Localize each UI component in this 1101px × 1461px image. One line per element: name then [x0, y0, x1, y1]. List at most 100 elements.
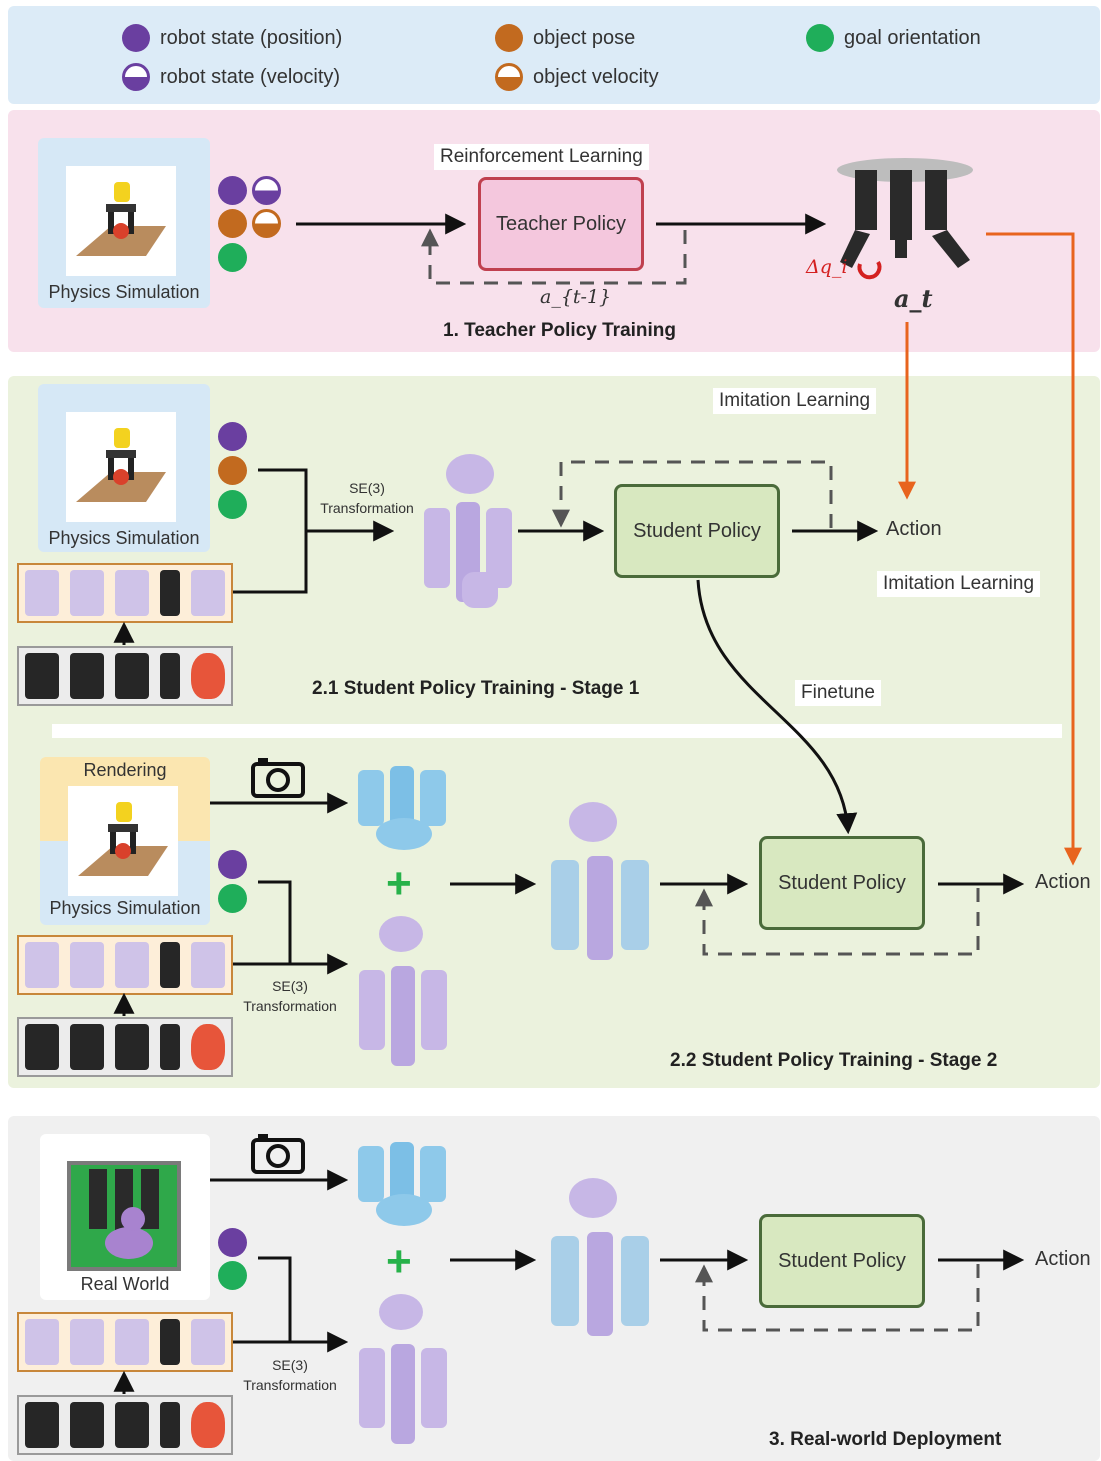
purple-dot-icon	[122, 24, 150, 52]
object-mesh-icon	[114, 942, 149, 988]
legend-label: robot state (velocity)	[160, 65, 341, 88]
object-mesh-icon	[69, 570, 104, 616]
transformation-text: Transformation	[243, 1377, 337, 1393]
green-dot-icon	[218, 490, 247, 519]
half-orange-dot-icon	[252, 209, 281, 238]
stage1-sim-card: Physics Simulation	[38, 384, 210, 552]
object-model-strip	[17, 1395, 233, 1455]
deploy-section-title: 3. Real-world Deployment	[769, 1429, 1002, 1450]
object-mesh-icon	[160, 942, 181, 988]
legend-robot-velocity: robot state (velocity)	[122, 63, 340, 91]
point-cloud-icon	[551, 1178, 649, 1336]
object-model-icon	[24, 1024, 59, 1070]
se3-text: SE(3)	[272, 978, 308, 994]
sim-image	[66, 166, 176, 276]
se3-transform-label: SE(3) Transformation	[312, 478, 422, 518]
rl-label: Reinforcement Learning	[434, 144, 649, 170]
object-model-icon	[24, 653, 59, 699]
camera-icon	[251, 758, 305, 798]
robot-hand-icon	[76, 182, 166, 256]
legend-label: object pose	[533, 26, 636, 49]
plus-icon: +	[386, 1237, 412, 1286]
object-model-icon	[69, 1024, 104, 1070]
object-mesh-icon	[160, 570, 181, 616]
merge-connector	[233, 1256, 292, 1344]
prev-action-label: a_{t-1}	[540, 286, 612, 308]
object-mesh-strip	[17, 1312, 233, 1372]
stage1-section-title: 2.1 Student Policy Training - Stage 1	[312, 678, 640, 699]
object-model-strip	[17, 646, 233, 706]
merge-connector	[233, 468, 308, 594]
object-mesh-icon	[191, 1319, 226, 1365]
orange-dot-icon	[495, 24, 523, 52]
point-cloud-icon	[359, 916, 447, 1066]
legend-goal-orientation: goal orientation	[806, 24, 981, 52]
half-orange-dot-icon	[495, 63, 523, 91]
object-mesh-icon	[69, 1319, 104, 1365]
transformation-text: Transformation	[320, 500, 414, 516]
duck-icon	[191, 1024, 226, 1070]
legend-label: robot state (position)	[160, 26, 343, 49]
finetune-arrow	[696, 579, 858, 835]
green-dot-icon	[218, 243, 247, 272]
se3-text: SE(3)	[349, 480, 385, 496]
object-mesh-icon	[191, 942, 226, 988]
duck-icon	[191, 1402, 226, 1448]
action-at-label: a_t	[894, 284, 933, 313]
point-cloud-icon	[359, 1294, 447, 1444]
purple-dot-icon	[218, 422, 247, 451]
half-purple-dot-icon	[252, 176, 281, 205]
action-label-stage1: Action	[886, 518, 942, 540]
legend-label: goal orientation	[844, 26, 981, 49]
stage2-render-card: Rendering Physics Simulation	[40, 757, 210, 925]
imitation-learning-label: Imitation Learning	[713, 388, 877, 414]
stage-divider	[52, 724, 1062, 738]
object-model-icon	[114, 1402, 149, 1448]
delta-q-label: Δq_i	[806, 256, 848, 278]
legend-object-pose: object pose	[495, 24, 635, 52]
object-model-icon	[69, 653, 104, 699]
object-mesh-icon	[24, 1319, 59, 1365]
feedback-loop	[421, 228, 687, 285]
object-mesh-icon	[24, 570, 59, 616]
feedback-loop	[552, 460, 833, 528]
teacher-action-arrow	[986, 232, 1082, 866]
object-mesh-strip	[17, 563, 233, 623]
se3-text: SE(3)	[272, 1357, 308, 1373]
object-mesh-icon	[191, 570, 226, 616]
stage2-section-title: 2.2 Student Policy Training - Stage 2	[670, 1050, 998, 1071]
real-world-label: Real World	[80, 1274, 170, 1294]
render-label: Rendering	[83, 760, 167, 780]
point-cloud-icon	[358, 1142, 446, 1226]
finetune-label: Finetune	[795, 680, 881, 706]
sim-image	[68, 786, 178, 896]
legend-robot-position: robot state (position)	[122, 24, 342, 52]
half-purple-dot-icon	[122, 63, 150, 91]
merge-connector	[233, 880, 292, 966]
robot-hand-icon	[837, 158, 973, 280]
se3-transform-label: SE(3) Transformation	[234, 1355, 346, 1395]
orange-dot-icon	[218, 209, 247, 238]
legend-panel	[8, 6, 1100, 104]
purple-dot-icon	[218, 850, 247, 879]
student-policy-box-deploy: Student Policy	[759, 1214, 925, 1308]
feedback-loop	[695, 1264, 980, 1332]
object-model-icon	[114, 653, 149, 699]
green-dot-icon	[218, 884, 247, 913]
student-policy-box-stage2: Student Policy	[759, 836, 925, 930]
object-mesh-strip	[17, 935, 233, 995]
point-cloud-icon	[551, 802, 649, 960]
object-model-icon	[160, 653, 181, 699]
sim-image	[66, 412, 176, 522]
teacher-section-title: 1. Teacher Policy Training	[443, 320, 677, 341]
purple-dot-icon	[218, 176, 247, 205]
point-cloud-icon	[358, 766, 446, 850]
object-mesh-icon	[114, 570, 149, 616]
green-dot-icon	[806, 24, 834, 52]
duck-icon	[191, 653, 226, 699]
orange-dot-icon	[218, 456, 247, 485]
action-label-deploy: Action	[1035, 1248, 1091, 1270]
teacher-policy-box: Teacher Policy	[478, 177, 644, 271]
object-model-icon	[160, 1024, 181, 1070]
